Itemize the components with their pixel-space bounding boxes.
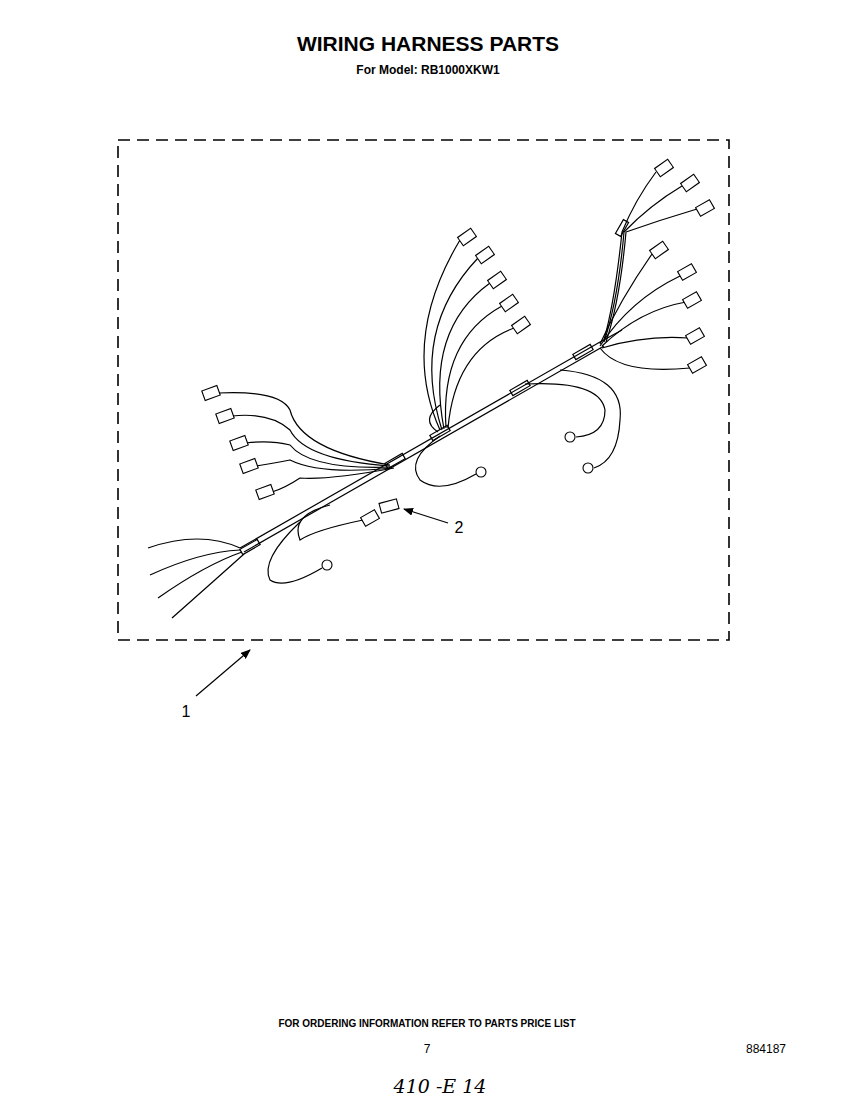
ordering-note: FOR ORDERING INFORMATION REFER TO PARTS … [278,1019,575,1029]
callout-number: 1 [182,704,191,720]
part-2-clip [379,499,399,513]
handwritten-note: 410 -E 14 [394,1077,487,1096]
page-title: WIRING HARNESS PARTS [297,33,559,54]
terminals [202,159,715,570]
model-subtitle: For Model: RB1000XKW1 [356,64,499,76]
page-number: 7 [424,1043,431,1055]
document-number: 884187 [746,1043,786,1055]
wires [148,172,697,618]
leader-lines [196,509,448,696]
dashed-frame [118,140,729,640]
callout-number: 2 [455,520,464,536]
